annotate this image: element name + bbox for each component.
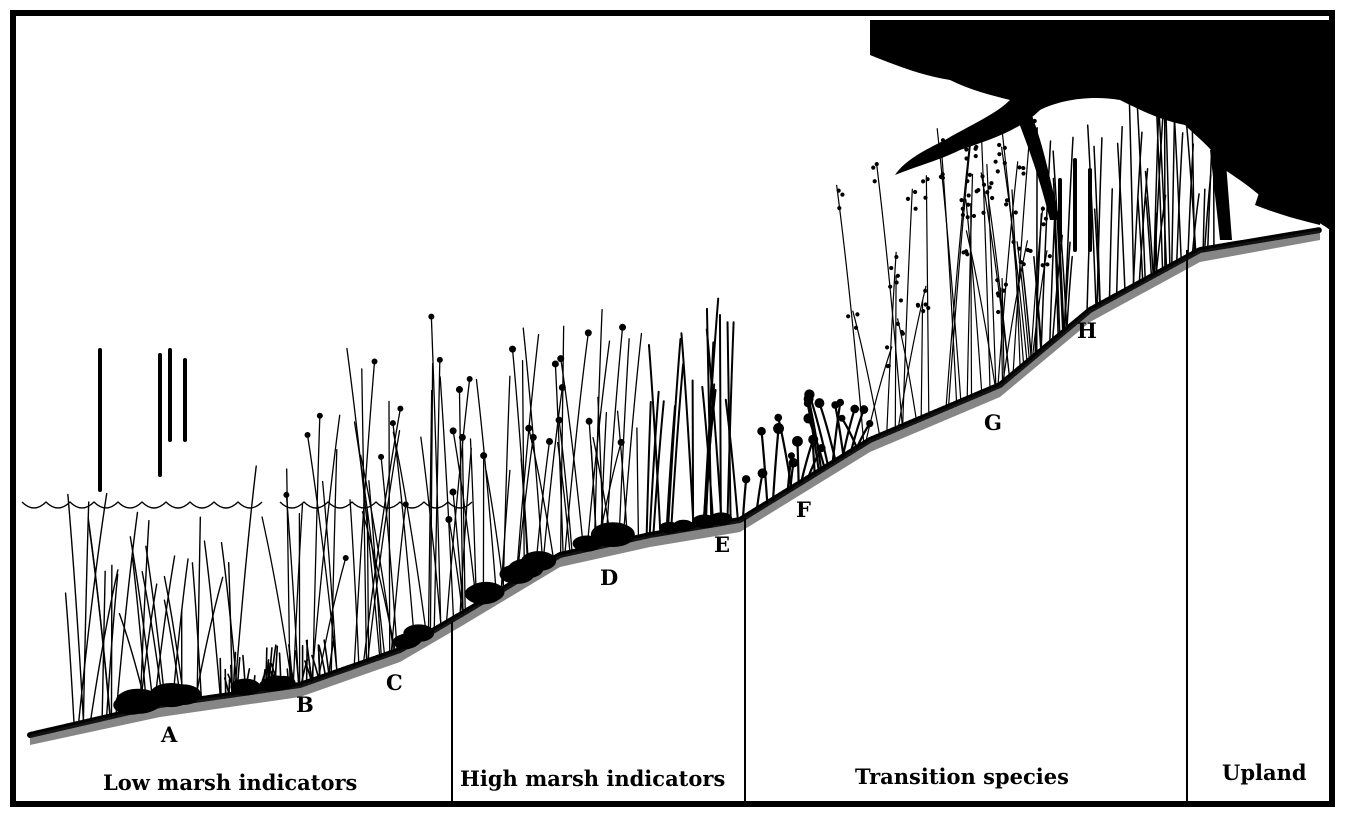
species-label-c: C xyxy=(386,670,403,695)
zone-label-upland: Upland xyxy=(1222,760,1307,785)
species-label-h: H xyxy=(1077,318,1097,343)
species-label-d: D xyxy=(600,565,618,590)
species-label-g: G xyxy=(984,410,1002,435)
zone-label-low-marsh: Low marsh indicators xyxy=(103,770,357,795)
zone-label-transition: Transition species xyxy=(855,764,1069,789)
species-label-f: F xyxy=(796,497,811,522)
species-label-a: A xyxy=(161,722,177,747)
zone-label-high-marsh: High marsh indicators xyxy=(460,766,725,791)
species-label-b: B xyxy=(296,692,314,717)
species-label-e: E xyxy=(714,532,730,557)
diagram-frame xyxy=(10,10,1335,807)
